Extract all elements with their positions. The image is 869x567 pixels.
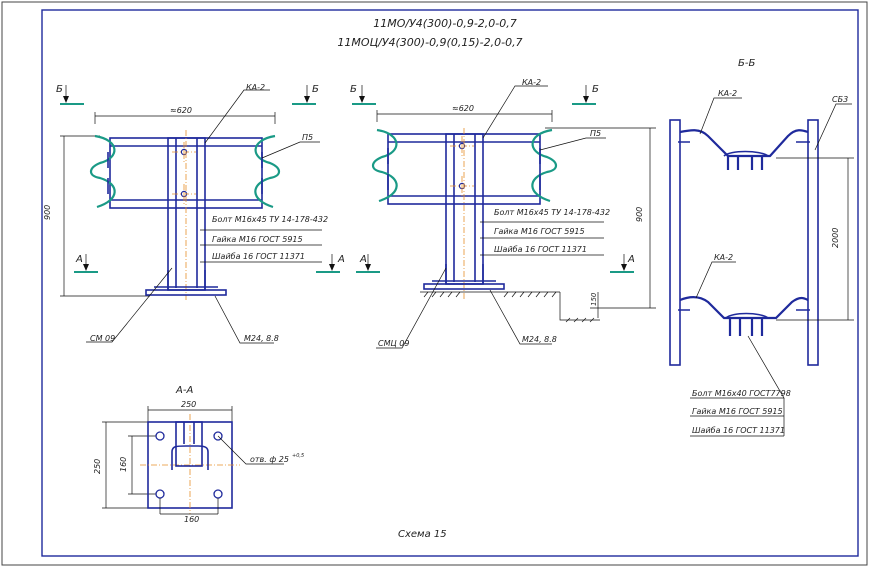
left-washer-label: Шайба 16 ГОСТ 11371: [212, 252, 305, 261]
section-mark-a-left-2: А: [337, 254, 345, 265]
right-sb-label: СБ3: [832, 95, 848, 104]
middle-width-dim: ≈620: [452, 104, 474, 113]
middle-washer-label: Шайба 16 ГОСТ 11371: [494, 245, 587, 254]
plate-height-left: 250: [93, 459, 102, 474]
section-a-a-label: А-А: [175, 385, 193, 396]
left-p5-label: П5: [302, 133, 313, 142]
middle-height-dim: 900: [635, 207, 644, 222]
section-mark-b-left-2: Б: [312, 84, 319, 95]
section-b-b-view: Б-Б 2000 КА-2 КА-2 СБ3 Болт М16х40 ГОСТ7…: [669, 58, 854, 437]
section-mark-a-mid: А: [359, 254, 367, 265]
left-nut-label: Гайка М16 ГОСТ 5915: [212, 235, 303, 244]
section-a-a-plate: А-А 250 250 160 160 отв. ф 25 +0,5: [93, 385, 304, 524]
plate-hole-tolerance: +0,5: [292, 453, 304, 459]
middle-ka-label: КА-2: [522, 78, 541, 87]
left-height-dim: 900: [43, 205, 52, 220]
title-line-2: 11МОЦ/У4(300)-0,9(0,15)-2,0-0,7: [337, 36, 522, 49]
left-width-dim: ≈620: [170, 106, 192, 115]
section-mark-b-left: Б: [56, 84, 63, 95]
left-bolt-label: Болт М16х45 ТУ 14-178-432: [212, 215, 328, 224]
middle-post-label: СМЦ 09: [378, 339, 409, 348]
plate-width-top: 250: [181, 400, 196, 409]
right-bolt-label: Болт М16х40 ГОСТ7798: [692, 389, 791, 398]
title-line-1: 11МО/У4(300)-0,9-2,0-0,7: [373, 17, 517, 30]
middle-anchor-label: М24, 8.8: [522, 335, 557, 344]
left-anchor-label: М24, 8.8: [244, 334, 279, 343]
section-mark-b-mid-2: Б: [592, 84, 599, 95]
right-ka-top-label: КА-2: [718, 89, 737, 98]
plate-inner-h: 160: [184, 515, 199, 524]
plate-hole-label: отв. ф 25: [250, 455, 289, 464]
section-mark-b-mid: Б: [350, 84, 357, 95]
middle-nut-label: Гайка М16 ГОСТ 5915: [494, 227, 585, 236]
middle-p5-label: П5: [590, 129, 601, 138]
section-mark-a-left: А: [75, 254, 83, 265]
right-nut-label: Гайка М16 ГОСТ 5915: [692, 407, 783, 416]
middle-bolt-label: Болт М16х45 ТУ 14-178-432: [494, 208, 610, 217]
plate-inner-v: 160: [119, 457, 128, 472]
section-b-b-label: Б-Б: [738, 58, 755, 69]
drawing-frame: [41, 9, 859, 557]
right-spacing-dim: 2000: [831, 228, 840, 248]
right-washer-label: Шайба 16 ГОСТ 11371: [692, 426, 785, 435]
right-ka-bottom-label: КА-2: [714, 253, 733, 262]
left-post-label: СМ 09: [90, 334, 115, 343]
scheme-caption: Схема 15: [398, 529, 447, 540]
middle-front-view: Б Б ≈620 900 150 КА-2 П5 Б: [350, 78, 656, 349]
middle-depth-dim: 150: [590, 292, 598, 306]
left-front-view: Б Б ≈620 900 КА-2 П5: [43, 83, 345, 344]
section-mark-a-mid-2: А: [627, 254, 635, 265]
left-ka-label: КА-2: [246, 83, 265, 92]
